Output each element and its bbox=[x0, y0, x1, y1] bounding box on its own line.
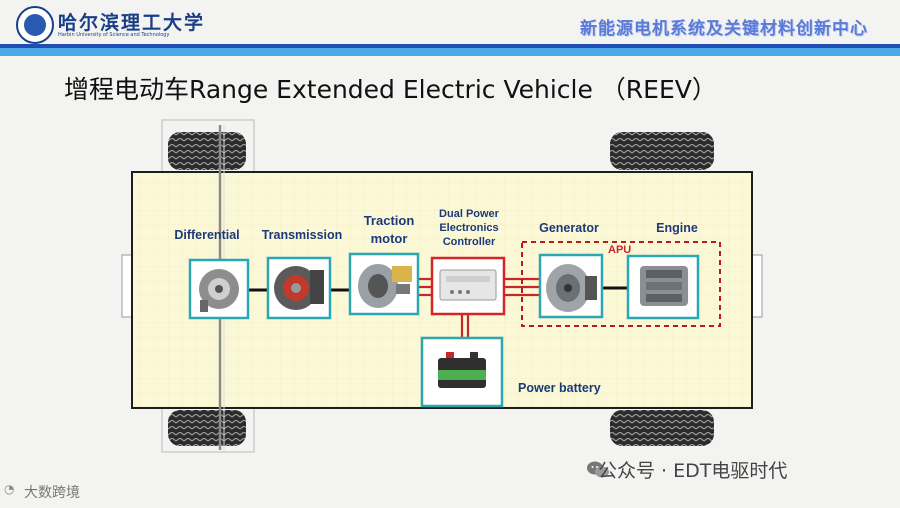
power-battery-box bbox=[420, 336, 504, 408]
label-transmission: Transmission bbox=[262, 228, 343, 242]
wheel-front-right bbox=[610, 132, 714, 170]
slide-title: 增程电动车Range Extended Electric Vehicle （RE… bbox=[64, 75, 717, 104]
label-differential: Differential bbox=[174, 228, 239, 242]
generator-box bbox=[538, 253, 604, 319]
differential-box bbox=[188, 258, 250, 320]
wheel-rear-left bbox=[161, 407, 255, 453]
dual-power-controller-box bbox=[430, 256, 506, 316]
label-power-battery: Power battery bbox=[518, 381, 601, 395]
link-controller-battery bbox=[460, 312, 470, 340]
header-bar-accent bbox=[0, 48, 900, 56]
label-controller-line3: Controller bbox=[443, 236, 496, 248]
source-watermark: 大数跨境 bbox=[24, 485, 80, 501]
transmission-box bbox=[266, 256, 332, 320]
wheel-front-left bbox=[161, 119, 255, 173]
wechat-watermark: 公众号 · EDT电驱时代 bbox=[598, 460, 788, 482]
label-controller-line2: Electronics bbox=[439, 222, 498, 234]
label-controller-line1: Dual Power bbox=[439, 208, 500, 220]
label-traction-motor-line2: motor bbox=[371, 231, 408, 246]
label-traction-motor-line1: Traction bbox=[364, 213, 415, 228]
source-logo-icon: ◔ bbox=[4, 482, 15, 496]
university-name: 哈尔滨理工大学 bbox=[58, 12, 206, 34]
wheel-rear-right bbox=[610, 410, 714, 446]
university-logo bbox=[16, 6, 54, 44]
center-title: 新能源电机系统及关键材料创新中心 bbox=[580, 19, 868, 39]
apu-box bbox=[521, 241, 721, 327]
traction-motor-box bbox=[348, 252, 420, 316]
label-apu: APU bbox=[608, 244, 631, 256]
wechat-icon bbox=[587, 461, 609, 478]
university-subtitle: Harbin University of Science and Technol… bbox=[58, 32, 170, 38]
label-generator: Generator bbox=[539, 221, 599, 235]
label-engine: Engine bbox=[656, 221, 698, 235]
engine-box bbox=[626, 254, 700, 320]
